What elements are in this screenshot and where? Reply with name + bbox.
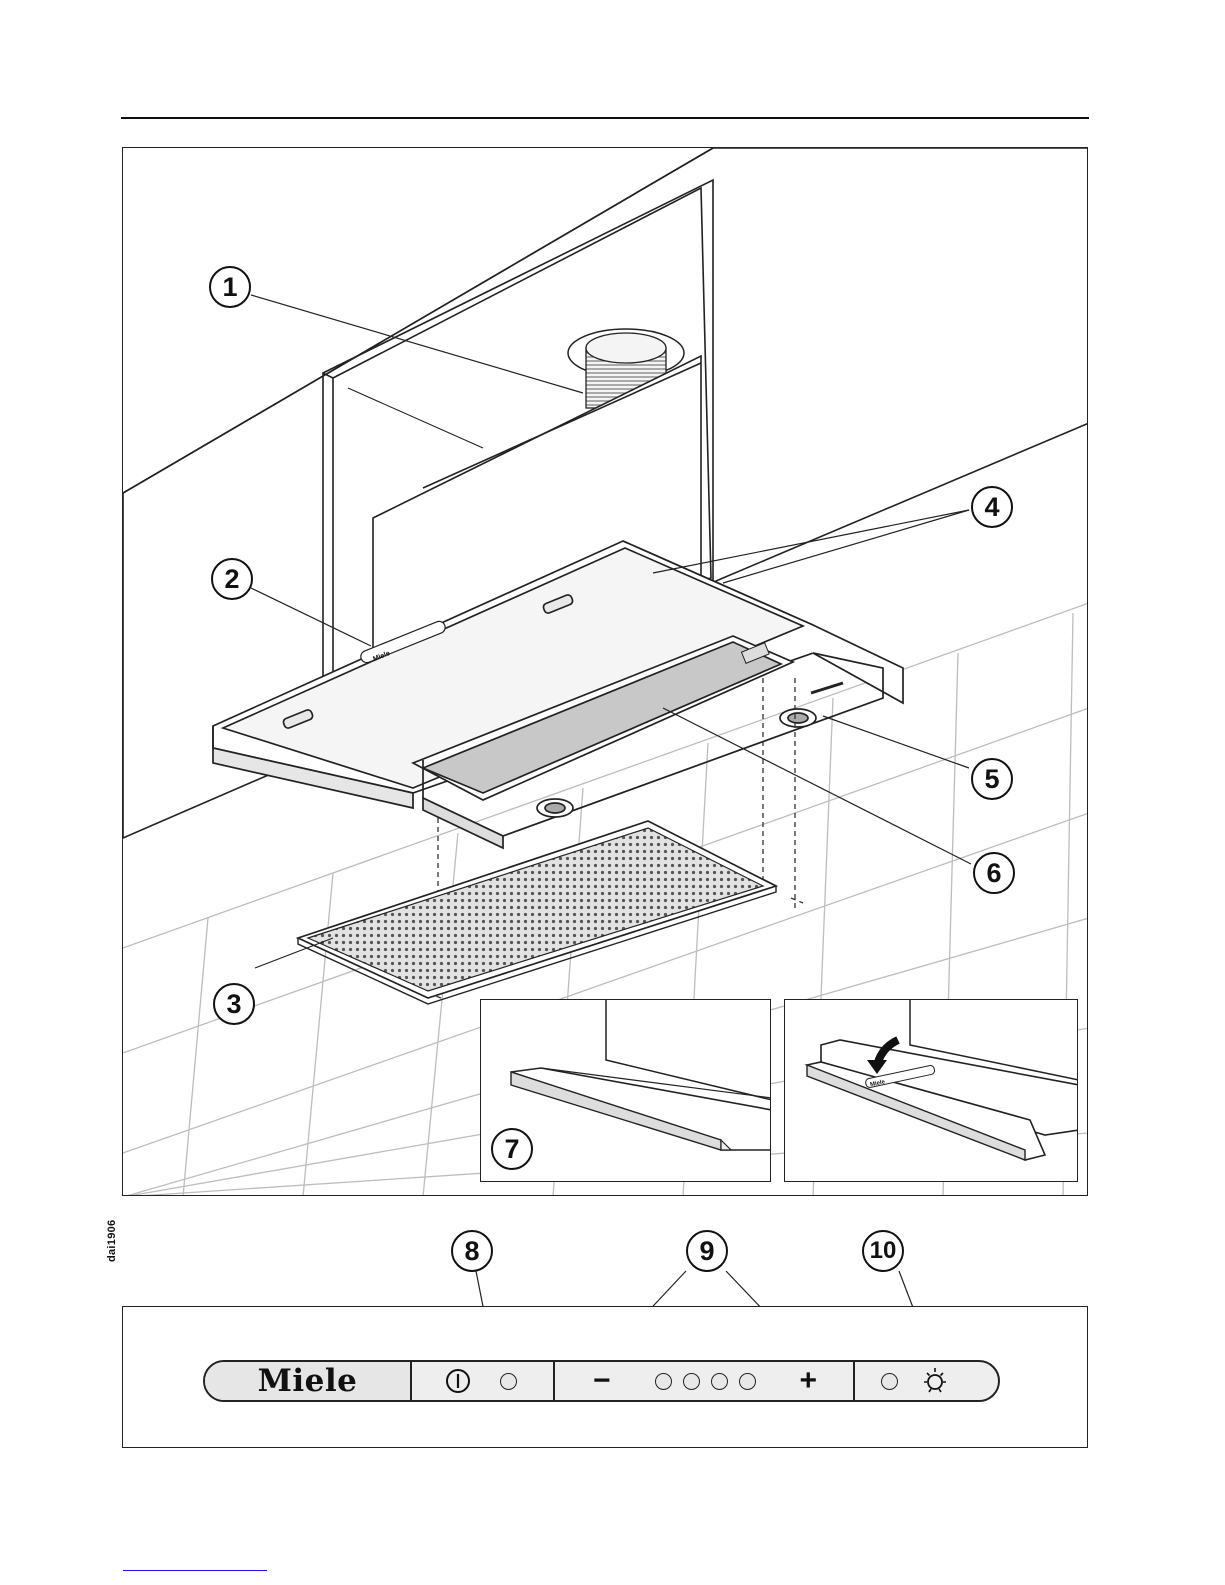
brand-segment: Miele	[205, 1362, 412, 1400]
light-icon[interactable]	[920, 1366, 950, 1396]
fan-speed-segment: − +	[555, 1362, 855, 1400]
inset-hood-open: Miele	[784, 999, 1078, 1182]
light-indicator	[881, 1373, 898, 1390]
power-icon[interactable]	[445, 1368, 471, 1394]
power-segment	[412, 1362, 555, 1400]
main-illustration: Miele	[122, 147, 1088, 1196]
callout-6: 6	[973, 852, 1015, 894]
power-indicator	[500, 1373, 517, 1390]
light-segment	[855, 1362, 998, 1400]
fan-indicator-3	[711, 1373, 728, 1390]
fan-indicator-1	[655, 1373, 672, 1390]
fan-plus-button[interactable]: +	[799, 1366, 817, 1396]
brand-logo: Miele	[258, 1363, 358, 1399]
callout-2: 2	[211, 558, 253, 600]
callout-3: 3	[213, 983, 255, 1025]
control-panel: Miele − +	[203, 1360, 1000, 1402]
callout-4: 4	[971, 486, 1013, 528]
fan-minus-button[interactable]: −	[593, 1366, 611, 1396]
callout-10: 10	[862, 1230, 904, 1272]
fan-indicator-2	[683, 1373, 700, 1390]
callout-7: 7	[491, 1128, 533, 1170]
callout-8: 8	[451, 1230, 493, 1272]
hood-open-drawing: Miele	[785, 1000, 1078, 1182]
fan-indicator-4	[739, 1373, 756, 1390]
header-rule	[121, 117, 1089, 119]
footer-link-underline	[123, 1570, 267, 1571]
callout-5: 5	[971, 758, 1013, 800]
callout-1: 1	[209, 266, 251, 308]
callout-9: 9	[686, 1230, 728, 1272]
grease-filter	[298, 821, 776, 1004]
fan-indicators	[655, 1373, 756, 1390]
